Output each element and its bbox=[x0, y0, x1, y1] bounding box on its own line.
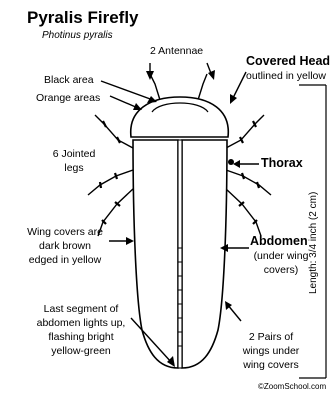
label-legs-1: 6 Jointed bbox=[46, 149, 102, 160]
label-abdomen-2: (under wing bbox=[248, 251, 314, 262]
label-covered-head-sub: outlined in yellow bbox=[246, 71, 326, 82]
label-lastseg-1: Last segment of bbox=[28, 304, 134, 315]
thorax-marker bbox=[228, 159, 234, 165]
label-lastseg-2: abdomen lights up, bbox=[28, 318, 134, 329]
antenna-left bbox=[150, 74, 160, 100]
label-abdomen-3: covers) bbox=[248, 265, 314, 276]
label-abdomen: Abdomen bbox=[250, 235, 308, 248]
antenna-right bbox=[198, 74, 207, 100]
label-antennae: 2 Antennae bbox=[150, 46, 203, 57]
leg-mid-right bbox=[226, 170, 271, 195]
leg-front-left bbox=[95, 115, 133, 148]
wing-cover-right bbox=[182, 140, 227, 368]
label-thorax: Thorax bbox=[261, 157, 303, 170]
label-wingcovers-3: edged in yellow bbox=[20, 255, 110, 266]
label-wings-3: wing covers bbox=[236, 360, 306, 371]
label-length: Length: 3/4 inch (2 cm) bbox=[309, 192, 320, 294]
label-lastseg-3: flashing bright bbox=[28, 332, 134, 343]
label-wings-1: 2 Pairs of bbox=[236, 332, 306, 343]
label-legs-2: legs bbox=[46, 163, 102, 174]
label-wings-2: wings under bbox=[236, 346, 306, 357]
label-covered-head: Covered Head bbox=[246, 55, 330, 68]
label-orange-areas: Orange areas bbox=[36, 93, 100, 104]
label-lastseg-4: yellow-green bbox=[28, 346, 134, 357]
label-wingcovers-1: Wing covers are bbox=[20, 227, 110, 238]
leg-front-right bbox=[226, 115, 264, 148]
abdomen-segments bbox=[178, 140, 182, 368]
label-black-area: Black area bbox=[44, 75, 94, 86]
copyright-text: ©ZoomSchool.com bbox=[258, 383, 326, 391]
leg-hind-right bbox=[225, 188, 261, 236]
label-wingcovers-2: dark brown bbox=[20, 241, 110, 252]
wing-cover-left bbox=[133, 140, 178, 368]
